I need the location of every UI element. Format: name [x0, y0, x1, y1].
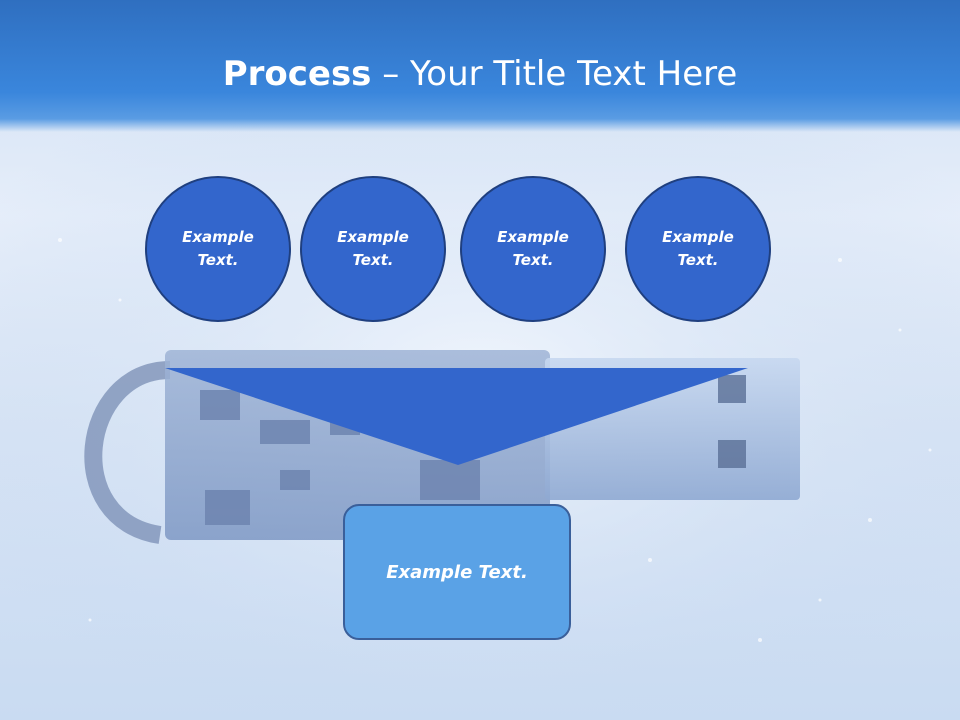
process-step-label: Example Text.: [662, 228, 734, 269]
slide-title: Process – Your Title Text Here: [0, 48, 960, 100]
header-band: [0, 0, 960, 132]
process-step-label: Example Text.: [497, 228, 569, 269]
title-rest-text: – Your Title Text Here: [371, 54, 738, 94]
process-step-label: Example Text.: [182, 228, 254, 269]
process-step-circle-2[interactable]: Example Text.: [300, 176, 446, 322]
process-step-circle-4[interactable]: Example Text.: [625, 176, 771, 322]
title-bold-text: Process: [222, 54, 372, 94]
process-step-label: Example Text.: [337, 228, 409, 269]
process-step-circle-1[interactable]: Example Text.: [145, 176, 291, 322]
process-step-circle-3[interactable]: Example Text.: [460, 176, 606, 322]
result-box[interactable]: Example Text.: [343, 504, 571, 640]
result-label: Example Text.: [386, 561, 528, 583]
